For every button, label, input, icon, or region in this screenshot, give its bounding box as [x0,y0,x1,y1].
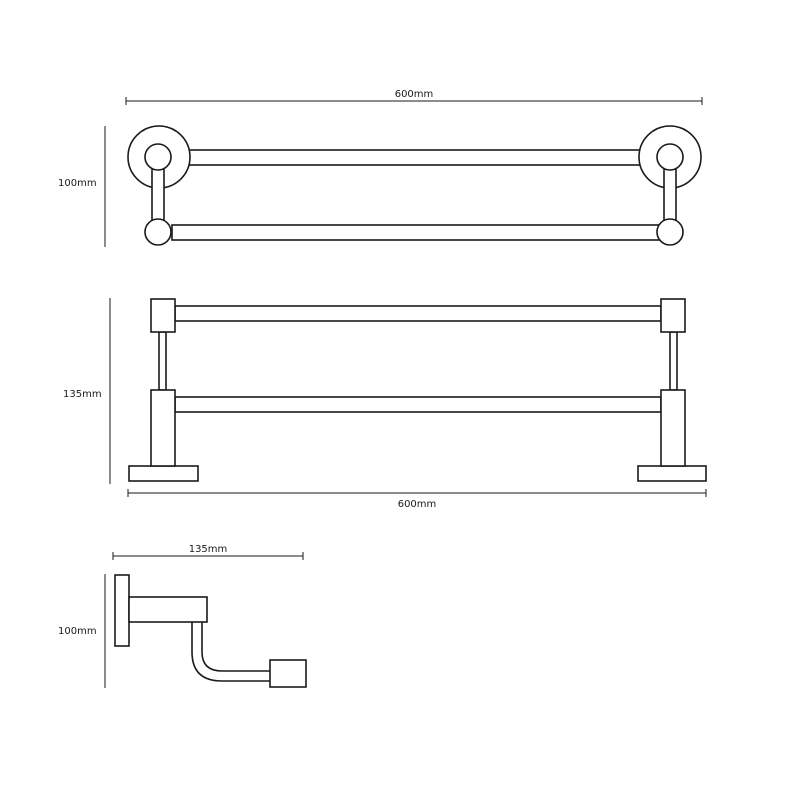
top-width-label: 600mm [395,89,434,100]
side-horizontal-body [128,596,208,623]
front-left-top-cap [150,298,176,333]
front-upper-rail [174,305,662,322]
side-width-dimension: 135mm [112,544,304,560]
top-right-arm [663,167,677,225]
top-width-dimension: 600mm [125,89,703,105]
top-left-lower-knob [144,218,172,246]
front-left-base-plate [128,465,199,482]
front-height-dimension: 135mm [63,298,111,484]
front-view: 135mm 600mm [63,298,707,510]
front-lower-rail [174,396,662,413]
front-right-connector-rod [669,331,678,391]
top-right-lower-knob [656,218,684,246]
front-right-base-plate [637,465,707,482]
side-bent-arm-outer [191,622,270,682]
side-wall-plate [114,574,130,647]
side-view: 135mm 100mm [58,544,307,688]
side-height-label: 100mm [58,626,97,637]
side-width-label: 135mm [189,544,228,555]
front-left-connector-rod [158,331,167,391]
top-left-arm [151,167,165,225]
front-height-label: 135mm [63,389,102,400]
front-width-label: 600mm [398,499,437,510]
top-left-upper-knob [144,143,172,171]
side-height-dimension: 100mm [58,574,106,688]
top-view: 600mm 100mm [58,89,703,247]
front-right-top-cap [660,298,686,333]
front-left-post [150,389,176,467]
side-bent-arm-inner [201,622,270,672]
front-right-post [660,389,686,467]
top-upper-rail [171,149,667,166]
top-height-label: 100mm [58,178,97,189]
top-height-dimension: 100mm [58,126,106,247]
front-width-dimension: 600mm [127,489,707,510]
side-end-cap [269,659,307,688]
top-right-upper-knob [656,143,684,171]
top-lower-rail [171,224,667,241]
